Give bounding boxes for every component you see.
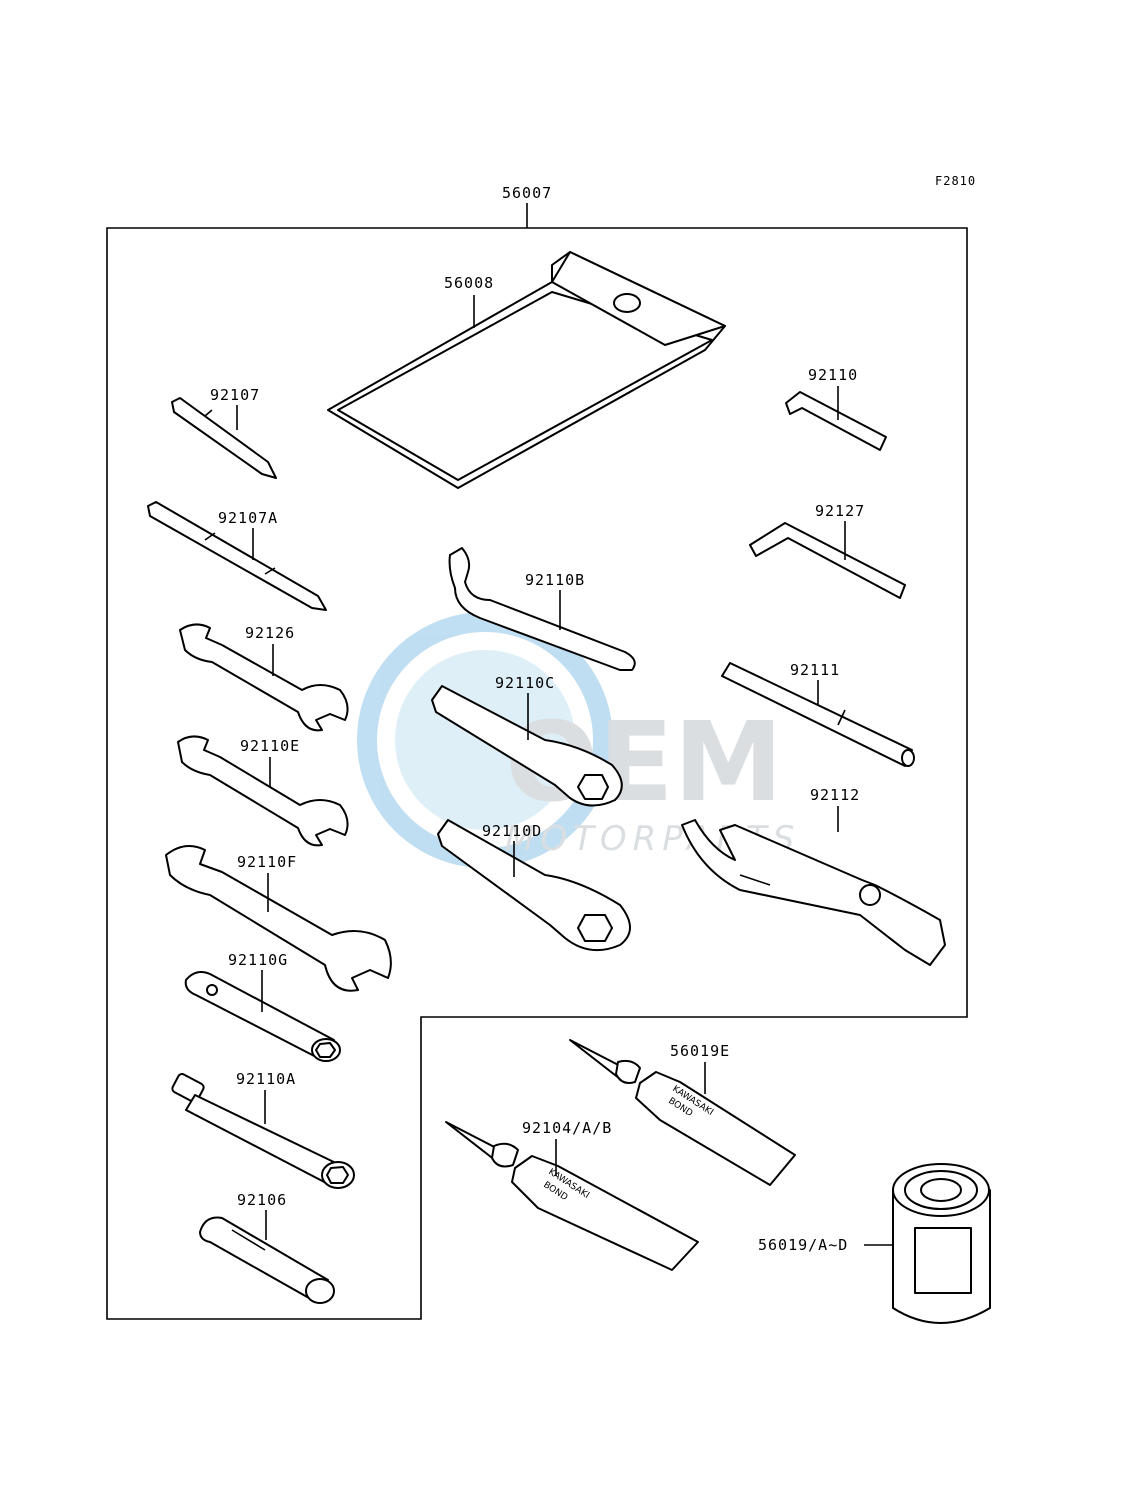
screwdriver-bit	[171, 397, 277, 479]
wrench-92110F	[165, 845, 392, 992]
ring-spanner-92110C	[431, 685, 623, 807]
pliers-92112	[681, 819, 946, 966]
group-label: 56007	[502, 184, 552, 202]
tool-pouch	[327, 251, 726, 489]
figure-code: F2810	[935, 174, 976, 188]
label-92107A: 92107A	[218, 509, 278, 527]
wrench-92110E	[177, 735, 349, 847]
hex-key-92127	[749, 522, 906, 599]
box-spanner-92110G	[184, 971, 341, 1062]
hex-key-92110	[785, 391, 887, 451]
label-92110A: 92110A	[236, 1070, 296, 1088]
label-92110F: 92110F	[237, 853, 297, 871]
extension-bar-92111	[721, 662, 915, 767]
oil-filter-56019	[892, 1163, 991, 1324]
box-spanner-92110A	[171, 1073, 355, 1189]
label-92110B: 92110B	[525, 571, 585, 589]
group-frame	[106, 227, 968, 1320]
label-92127: 92127	[815, 502, 865, 520]
label-92111: 92111	[790, 661, 840, 679]
label-92104: 92104/A/B	[522, 1119, 612, 1137]
label-92112: 92112	[810, 786, 860, 804]
label-92110C: 92110C	[495, 674, 555, 692]
bond-tube-92104: KAWASAKI BOND	[445, 1121, 699, 1271]
c-spanner-92110B	[448, 547, 636, 671]
label-56019E: 56019E	[670, 1042, 730, 1060]
label-92110E: 92110E	[240, 737, 300, 755]
label-56008: 56008	[444, 274, 494, 292]
label-92110: 92110	[808, 366, 858, 384]
handle-92106	[199, 1216, 335, 1304]
label-92110G: 92110G	[228, 951, 288, 969]
label-92106: 92106	[237, 1191, 287, 1209]
label-92107: 92107	[210, 386, 260, 404]
label-56019AD: 56019/A~D	[758, 1236, 848, 1254]
wrench-92126	[179, 623, 349, 732]
screwdriver-bit-a	[147, 501, 327, 611]
ring-spanner-92110D	[437, 819, 631, 952]
bond-tube-56019E: KAWASAKI BOND	[569, 1039, 796, 1186]
label-92126: 92126	[245, 624, 295, 642]
label-92110D: 92110D	[482, 822, 542, 840]
